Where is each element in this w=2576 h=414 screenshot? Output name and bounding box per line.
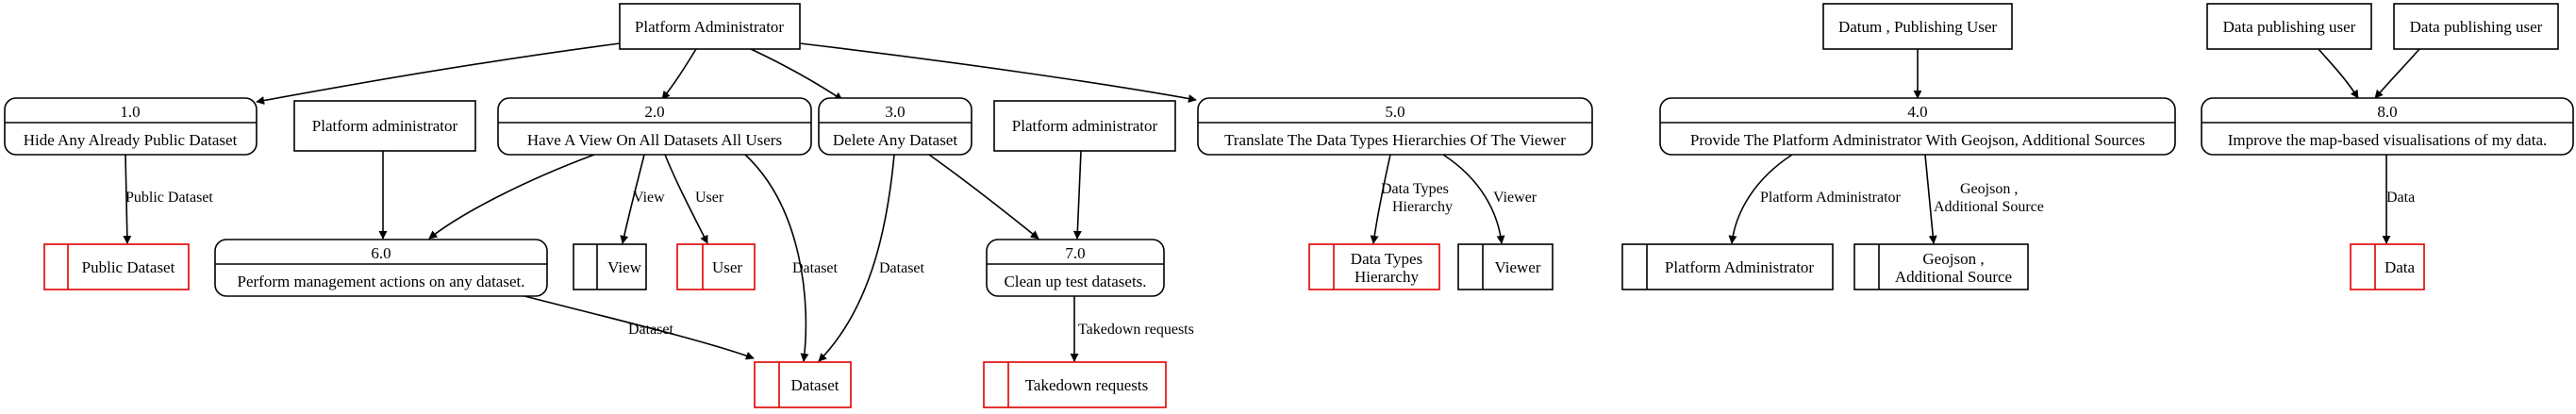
edge-admin7-to-7 [1072, 150, 1082, 240]
store-data: Data [2350, 243, 2425, 290]
edge-labels: Public Dataset View User Dataset Dataset… [125, 181, 2415, 338]
store-label: Data [2385, 258, 2416, 276]
edge-admin-to-3 [750, 48, 843, 101]
store-viewer: Viewer [1457, 243, 1554, 290]
store-label: Platform Administrator [1665, 258, 1815, 276]
process-id: 5.0 [1385, 103, 1404, 121]
store-geojson-additional-source: Geojson , Additional Source [1853, 243, 2029, 290]
process-5: 5.0 Translate The Data Types Hierarchies… [1197, 97, 1593, 156]
store-label-line2: Hierarchy [1354, 268, 1419, 286]
entity-label: Platform administrator [1012, 117, 1158, 135]
entity-platform-administrator-7: Platform administrator [993, 100, 1176, 152]
entity-platform-administrator: Platform Administrator [619, 3, 801, 50]
edge-6-to-dataset [524, 295, 755, 360]
edge-admin-to-2 [661, 48, 697, 100]
entity-data-publishing-user-b: Data publishing user [2393, 3, 2559, 50]
edge-2-to-user [664, 154, 708, 244]
process-id: 3.0 [885, 103, 905, 121]
edges [123, 42, 2420, 362]
edge-admin-to-5 [799, 42, 1197, 103]
process-2: 2.0 Have A View On All Datasets All User… [497, 97, 812, 156]
edge-3-to-dataset [818, 154, 895, 362]
store-label: User [712, 258, 742, 276]
edge-admin-to-1 [256, 42, 621, 105]
process-id: 1.0 [120, 103, 140, 121]
edge-5-to-dth [1370, 154, 1391, 244]
edge-label-dataset-from-6: Dataset [628, 322, 674, 338]
process-label: Delete Any Dataset [833, 131, 957, 149]
store-view: View [573, 243, 647, 290]
process-label: Have A View On All Datasets All Users [527, 131, 782, 149]
edge-dpu-b-to-8 [2374, 48, 2420, 99]
edge-dpu-a-to-8 [2318, 48, 2359, 99]
edge-label-takedown: Takedown requests [1078, 322, 1194, 338]
entity-datum-publishing-user: Datum , Publishing User [1822, 3, 2013, 50]
store-label-line1: Data Types [1351, 250, 1422, 268]
process-label: Translate The Data Types Hierarchies Of … [1224, 131, 1566, 149]
edge-label-viewer: Viewer [1493, 190, 1537, 206]
entity-label: Data publishing user [2223, 18, 2356, 36]
edge-label-view: View [633, 190, 665, 206]
process-label: Perform management actions on any datase… [238, 273, 525, 290]
store-label: View [607, 258, 642, 276]
store-label-line2: Additional Source [1895, 268, 2012, 286]
store-user: User [676, 243, 756, 290]
process-id: 8.0 [2377, 103, 2397, 121]
store-data-types-hierarchy: Data Types Hierarchy [1308, 243, 1440, 290]
entity-label: Platform Administrator [635, 18, 785, 36]
edge-label-public-dataset: Public Dataset [125, 190, 213, 206]
process-label: Improve the map-based visualisations of … [2228, 131, 2548, 149]
store-label: Takedown requests [1025, 376, 1149, 394]
process-label: Clean up test datasets. [1004, 273, 1146, 290]
process-8: 8.0 Improve the map-based visualisations… [2201, 97, 2574, 156]
edge-label-dth-line2: Hierarchy [1392, 199, 1453, 215]
entity-data-publishing-user-a: Data publishing user [2206, 3, 2372, 50]
process-3: 3.0 Delete Any Dataset [818, 97, 972, 156]
process-id: 4.0 [1907, 103, 1927, 121]
process-label: Provide The Platform Administrator With … [1690, 131, 2145, 149]
edge-label-platform-admin: Platform Administrator [1760, 190, 1902, 206]
store-label-line1: Geojson , [1922, 250, 1984, 268]
store-label: Public Dataset [82, 258, 175, 276]
process-1: 1.0 Hide Any Already Public Dataset [4, 97, 258, 156]
store-public-dataset: Public Dataset [43, 243, 190, 290]
process-4: 4.0 Provide The Platform Administrator W… [1659, 97, 2176, 156]
edge-2-to-6 [428, 154, 595, 240]
process-7: 7.0 Clean up test datasets. [986, 239, 1165, 297]
process-label: Hide Any Already Public Dataset [24, 131, 238, 149]
process-6: 6.0 Perform management actions on any da… [214, 239, 548, 297]
edge-label-geo-line1: Geojson , [1960, 181, 2018, 197]
entity-label: Platform administrator [312, 117, 458, 135]
edge-3-to-7 [928, 154, 1039, 240]
store-takedown-requests: Takedown requests [983, 361, 1167, 408]
store-label: Viewer [1494, 258, 1540, 276]
edge-label-user: User [695, 190, 724, 206]
process-id: 7.0 [1065, 244, 1085, 262]
store-label: Dataset [791, 376, 839, 394]
edge-5-to-viewer [1442, 154, 1505, 244]
edge-label-dth-line1: Data Types [1381, 181, 1449, 197]
edge-label-dataset-from-2: Dataset [792, 260, 839, 276]
process-id: 2.0 [644, 103, 664, 121]
edge-label-dataset-from-3: Dataset [879, 260, 925, 276]
edge-4-to-geojson [1924, 154, 1937, 244]
entity-label: Data publishing user [2410, 18, 2543, 36]
edge-label-data: Data [2386, 190, 2415, 206]
process-id: 6.0 [371, 244, 391, 262]
edge-2-to-view [620, 154, 645, 244]
store-platform-administrator: Platform Administrator [1621, 243, 1834, 290]
edge-4-to-platform-admin [1728, 154, 1793, 244]
entity-label: Datum , Publishing User [1838, 18, 1997, 36]
store-dataset: Dataset [754, 361, 852, 408]
entity-platform-administrator-6: Platform administrator [293, 100, 476, 152]
edge-2-to-dataset [744, 154, 809, 362]
edge-label-geo-line2: Additional Source [1934, 199, 2044, 215]
edge-1-to-public-dataset [123, 154, 132, 244]
